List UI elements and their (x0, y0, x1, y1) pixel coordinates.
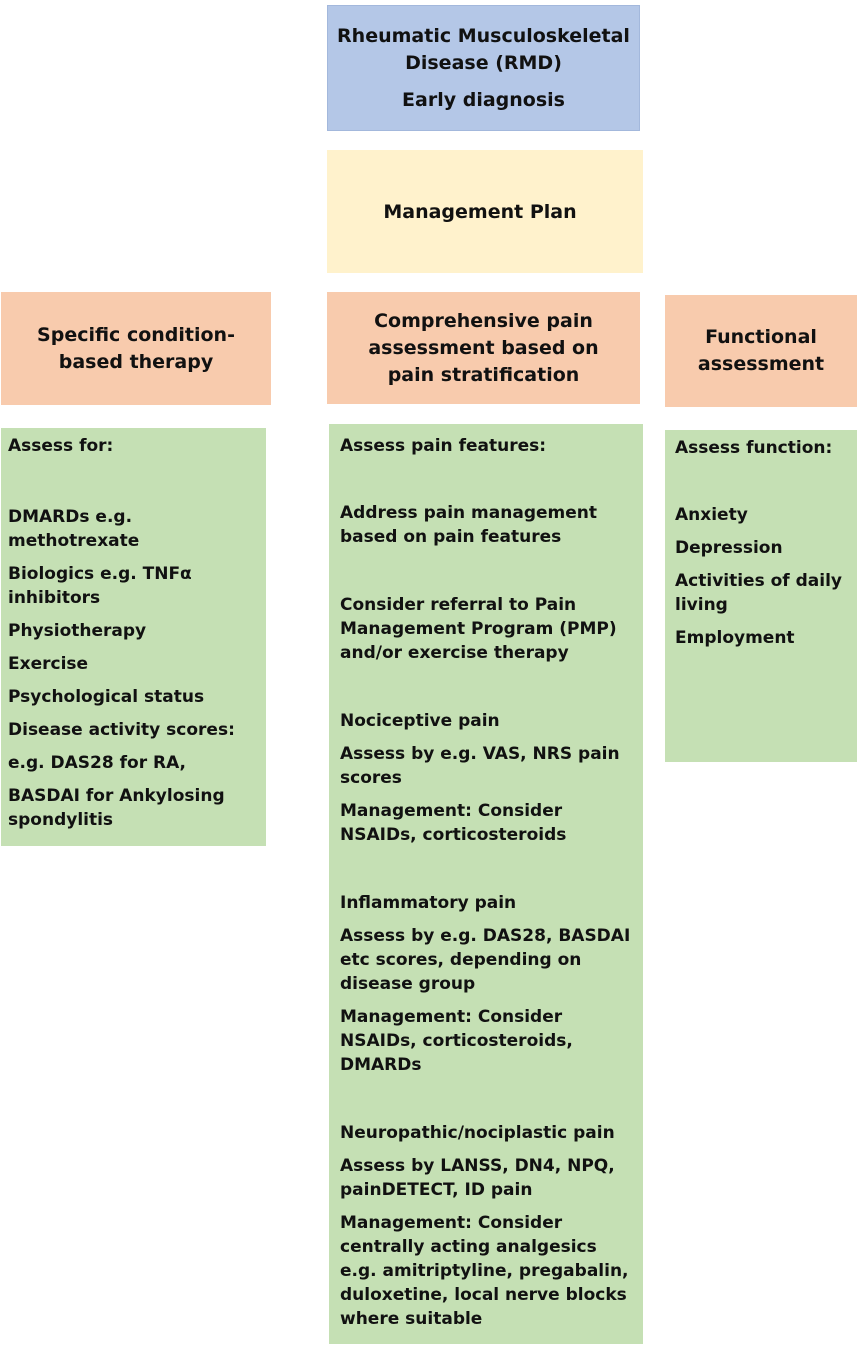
list-item: e.g. DAS28 for RA, (8, 753, 187, 773)
rmd-early-diagnosis-box: Rheumatic Musculoskeletal Disease (RMD) … (327, 5, 640, 131)
list-item: Exercise (8, 654, 89, 674)
condition-therapy-header: Specific condition-based therapy (1, 292, 271, 405)
pain-assessment-list: Assess pain features: Address pain manag… (329, 424, 643, 1344)
list-item: BASDAI for Ankylosing spondylitis (8, 786, 225, 830)
early-diagnosis-label: Early diagnosis (402, 88, 565, 111)
management-plan-box: Management Plan (327, 150, 643, 273)
list-item: Depression (675, 538, 783, 558)
list-item: Neuropathic/nociplastic pain (340, 1123, 615, 1143)
list-item: Assess by LANSS, DN4, NPQ, painDETECT, I… (340, 1156, 615, 1200)
list-item: Assess by e.g. DAS28, BASDAI etc scores,… (340, 926, 631, 994)
list-item: Management: Consider NSAIDs, corticoster… (340, 801, 567, 845)
functional-assessment-header-text: Functional assessment (697, 326, 825, 375)
list-item: Inflammatory pain (340, 893, 517, 913)
pain-assessment-header-text: Comprehensive pain assessment based on p… (368, 309, 599, 386)
list-item: Employment (675, 628, 795, 648)
functional-assessment-header: Functional assessment (665, 295, 857, 407)
list-item: Assess function: (675, 438, 833, 458)
functional-assessment-list: Assess function: Anxiety Depression Acti… (665, 430, 857, 762)
list-item: DMARDs e.g. methotrexate (8, 507, 140, 551)
list-item: Assess pain features: (340, 436, 547, 456)
list-item: Management: Consider NSAIDs, corticoster… (340, 1007, 573, 1075)
list-item: Physiotherapy (8, 621, 147, 641)
list-item: Consider referral to Pain Management Pro… (340, 595, 617, 663)
list-item: Activities of daily living (675, 571, 842, 615)
management-plan-title: Management Plan (383, 200, 577, 223)
rmd-title: Rheumatic Musculoskeletal Disease (RMD) (337, 24, 630, 74)
list-item: Assess for: (8, 436, 114, 456)
list-item: Address pain management based on pain fe… (340, 503, 597, 547)
list-item: Anxiety (675, 505, 748, 525)
pain-assessment-header: Comprehensive pain assessment based on p… (327, 292, 640, 404)
list-item: Biologics e.g. TNFα inhibitors (8, 564, 192, 608)
list-item: Psychological status (8, 687, 205, 707)
condition-therapy-list: Assess for: DMARDs e.g. methotrexate Bio… (1, 428, 266, 846)
list-item: Management: Consider centrally acting an… (340, 1213, 629, 1329)
list-item: Assess by e.g. VAS, NRS pain scores (340, 744, 620, 788)
list-item: Disease activity scores: (8, 720, 235, 740)
list-item: Nociceptive pain (340, 711, 500, 731)
condition-therapy-header-text: Specific condition-based therapy (37, 323, 235, 373)
